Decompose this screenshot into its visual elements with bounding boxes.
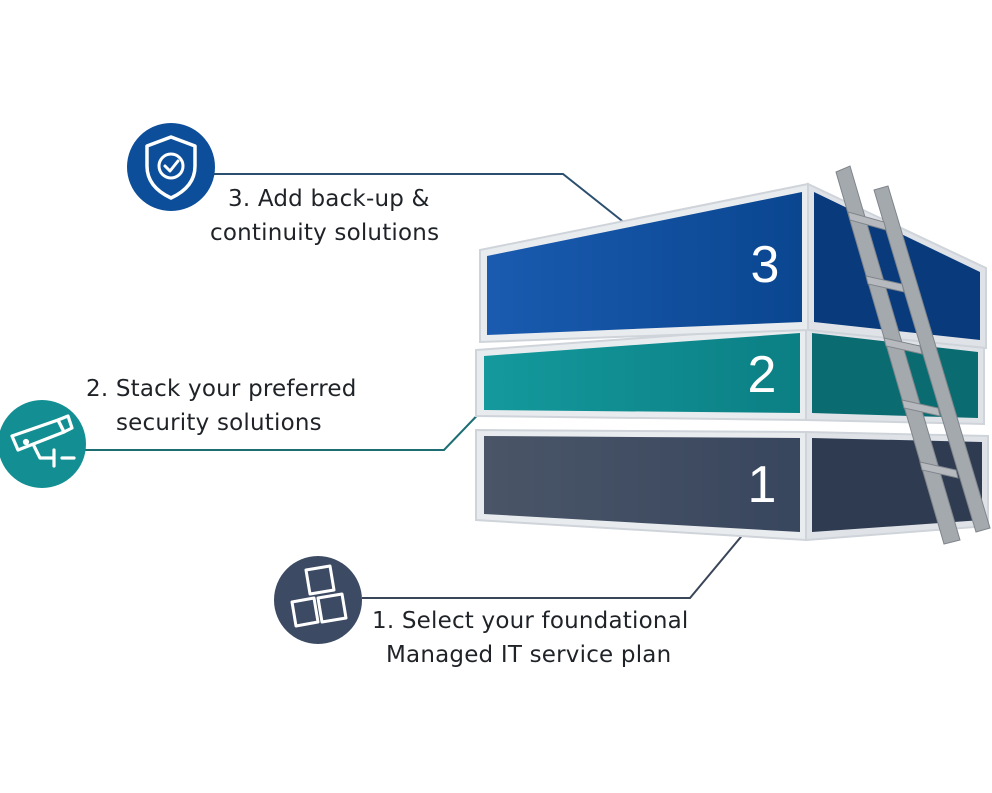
layer-3-front — [487, 192, 802, 335]
layer-2-front — [484, 333, 800, 413]
step-1-label: 1. Select your foundational Managed IT s… — [372, 604, 689, 672]
layer-1-front — [484, 436, 800, 532]
layer-1: 1 — [475, 428, 989, 542]
connector-line-3 — [205, 173, 627, 225]
step-1-label-line2: Managed IT service plan — [386, 642, 672, 668]
step-3-label: 3. Add back-up & continuity solutions — [210, 182, 439, 250]
step-2-label-line2: security solutions — [116, 410, 322, 436]
step-1-label-line1: 1. Select your foundational — [372, 608, 689, 634]
shield-check-icon — [127, 123, 215, 211]
step-2-label-line1: 2. Stack your preferred — [86, 376, 357, 402]
security-camera-icon — [0, 400, 86, 488]
boxes-icon — [274, 556, 362, 644]
connector-line-1 — [362, 531, 746, 599]
step-3-label-line2: continuity solutions — [210, 220, 440, 246]
layer-2-number: 2 — [748, 346, 777, 404]
connector-line-2 — [82, 401, 491, 451]
layer-3-number: 3 — [751, 236, 780, 294]
layer-1-number: 1 — [748, 456, 777, 514]
ladder — [835, 165, 991, 545]
step-2-label: 2. Stack your preferred security solutio… — [86, 372, 357, 440]
step-3-label-line1: 3. Add back-up & — [228, 186, 430, 212]
